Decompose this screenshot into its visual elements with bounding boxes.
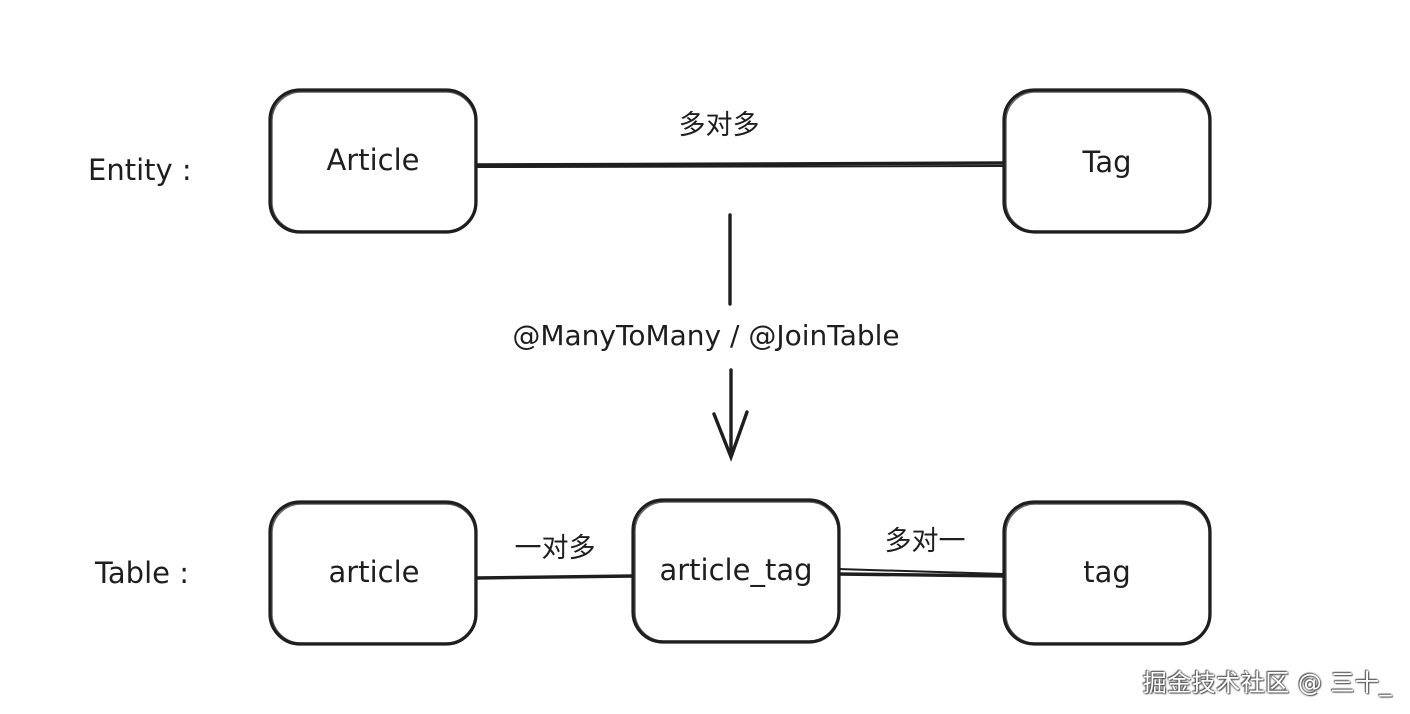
entity-edge-stroke-2: [477, 165, 1003, 168]
table-tag-node[interactable]: tag: [1002, 500, 1212, 646]
table-tag-label: tag: [1083, 555, 1131, 589]
table-right-edge-stroke-2: [836, 572, 1008, 578]
table-join-node[interactable]: article_tag: [631, 498, 841, 644]
watermark: 掘金技术社区 @ 三十_: [1142, 669, 1392, 697]
entity-article-node[interactable]: Article: [268, 88, 478, 234]
table-right-edge: [837, 568, 1005, 575]
table-join-label: article_tag: [659, 553, 812, 587]
transform-note: @ManyToMany / @JoinTable: [512, 319, 899, 352]
entity-relation-label: 多对多: [679, 110, 760, 141]
table-left-edge: [474, 574, 636, 580]
table-row-label: Table :: [94, 556, 189, 590]
entity-many-to-many-edge: [474, 161, 1006, 167]
entity-tag-label: Tag: [1081, 145, 1131, 179]
table-article-label: article: [329, 555, 420, 589]
table-left-relation-label: 一对多: [515, 533, 596, 564]
table-article-node[interactable]: article: [268, 500, 478, 646]
entity-tag-node[interactable]: Tag: [1002, 88, 1212, 234]
entity-row-label: Entity :: [88, 153, 192, 187]
entity-article-label: Article: [326, 143, 419, 177]
transform-arrowhead: [712, 410, 749, 462]
table-right-relation-label: 多对一: [885, 526, 966, 557]
